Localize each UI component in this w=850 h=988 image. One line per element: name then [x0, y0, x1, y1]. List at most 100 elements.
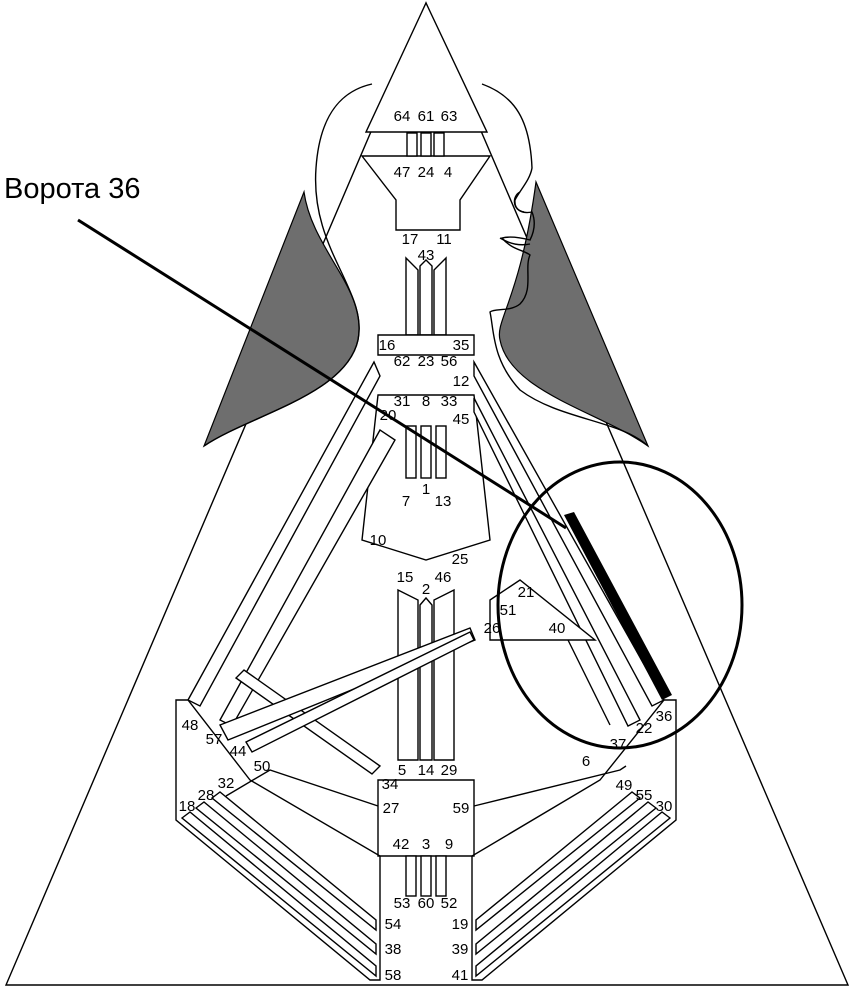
channel-61-24	[420, 132, 432, 157]
channel-17-62	[405, 256, 419, 336]
gate-18: 18	[179, 798, 196, 815]
gate-61: 61	[418, 108, 435, 125]
channel-15-5	[397, 588, 419, 761]
gate-60: 60	[418, 895, 435, 912]
gate-30: 30	[656, 798, 673, 815]
channel-9-52	[435, 855, 447, 897]
gate-29: 29	[441, 762, 458, 779]
gate-23: 23	[418, 353, 435, 370]
gate-54: 54	[385, 916, 402, 933]
gate-59: 59	[453, 800, 470, 817]
gate-7: 7	[402, 493, 410, 510]
gate-12: 12	[453, 373, 470, 390]
outer-triangle	[4, 1, 850, 986]
gate-63: 63	[441, 108, 458, 125]
channel-11-56	[433, 256, 447, 336]
gate-22: 22	[636, 720, 653, 737]
solar-outline	[471, 699, 677, 981]
gate-17: 17	[402, 231, 419, 248]
channel-1-8	[420, 425, 432, 479]
channel-18-58	[180, 811, 377, 978]
gate-57: 57	[206, 731, 223, 748]
gate-15: 15	[397, 569, 414, 586]
channel-55-39	[475, 801, 658, 956]
gate-11: 11	[436, 231, 452, 248]
gate-6: 6	[582, 753, 590, 770]
channel-7-31	[405, 425, 417, 479]
channel-64-47	[406, 132, 418, 157]
caption: Ворота 36	[4, 173, 141, 205]
gate-10: 10	[370, 532, 387, 549]
channel-46-29	[433, 588, 455, 761]
gate-2: 2	[422, 581, 430, 598]
gate-44: 44	[230, 743, 247, 760]
channel-43-23	[419, 259, 433, 336]
gate-42: 42	[393, 836, 410, 853]
gate-4: 4	[444, 164, 452, 181]
gate-36-highlight-circle	[496, 460, 744, 750]
gate-50: 50	[254, 758, 271, 775]
throat-center	[377, 334, 475, 356]
gate-53: 53	[394, 895, 411, 912]
gate-33: 33	[441, 393, 458, 410]
channel-42-53	[405, 855, 417, 897]
channel-35-36	[473, 359, 665, 707]
gate-40: 40	[549, 620, 566, 637]
caption-pointer-line	[77, 218, 567, 530]
gate-43: 43	[418, 247, 435, 264]
gate-62: 62	[394, 353, 411, 370]
gate-34: 34	[382, 776, 399, 793]
gate-49: 49	[616, 777, 633, 794]
nose-detail	[513, 191, 525, 213]
gate-27: 27	[383, 800, 400, 817]
channel-27-50	[225, 769, 379, 807]
gate-25: 25	[452, 551, 469, 568]
channel-32-54	[210, 791, 377, 932]
right-shoulder-shadow	[498, 179, 650, 448]
gate-41: 41	[452, 967, 469, 984]
gate-21: 21	[518, 584, 535, 601]
gate-32: 32	[218, 775, 235, 792]
gate-58: 58	[385, 967, 402, 984]
gate-36: 36	[656, 708, 673, 725]
channel-28-38	[194, 801, 377, 956]
channel-63-4	[433, 132, 445, 157]
gate-14: 14	[418, 762, 435, 779]
gate-48: 48	[182, 717, 199, 734]
gate-64: 64	[394, 108, 411, 125]
gate-52: 52	[441, 895, 458, 912]
gate-51: 51	[500, 602, 517, 619]
gate-36-highlight	[564, 512, 672, 700]
channel-37-40	[567, 639, 611, 726]
gate-13: 13	[435, 493, 452, 510]
gate-55: 55	[636, 787, 653, 804]
mouth-detail	[499, 237, 531, 246]
gate-56: 56	[441, 353, 458, 370]
spleen-outline	[175, 699, 381, 981]
gate-20: 20	[380, 407, 397, 424]
gate-35: 35	[453, 337, 470, 354]
sacral-center	[377, 779, 475, 857]
channel-49-19	[475, 791, 642, 932]
gate-9: 9	[445, 836, 453, 853]
gate-16: 16	[379, 337, 396, 354]
ajna-center	[360, 155, 492, 231]
gate-26: 26	[484, 620, 501, 637]
head-outline	[203, 83, 649, 447]
gate-19: 19	[452, 916, 469, 933]
gate-39: 39	[452, 941, 469, 958]
channel-16-48	[187, 360, 381, 707]
gate-47: 47	[394, 164, 411, 181]
gate-3: 3	[422, 836, 430, 853]
channel-12-22	[473, 397, 641, 727]
channel-30-41	[475, 811, 672, 978]
head-center	[364, 1, 489, 133]
channel-3-60	[420, 855, 432, 897]
gate-5: 5	[398, 762, 406, 779]
gate-46: 46	[435, 569, 452, 586]
ego-center	[489, 579, 597, 641]
gate-28: 28	[198, 787, 215, 804]
gate-38: 38	[385, 941, 402, 958]
gate-45: 45	[453, 411, 470, 428]
